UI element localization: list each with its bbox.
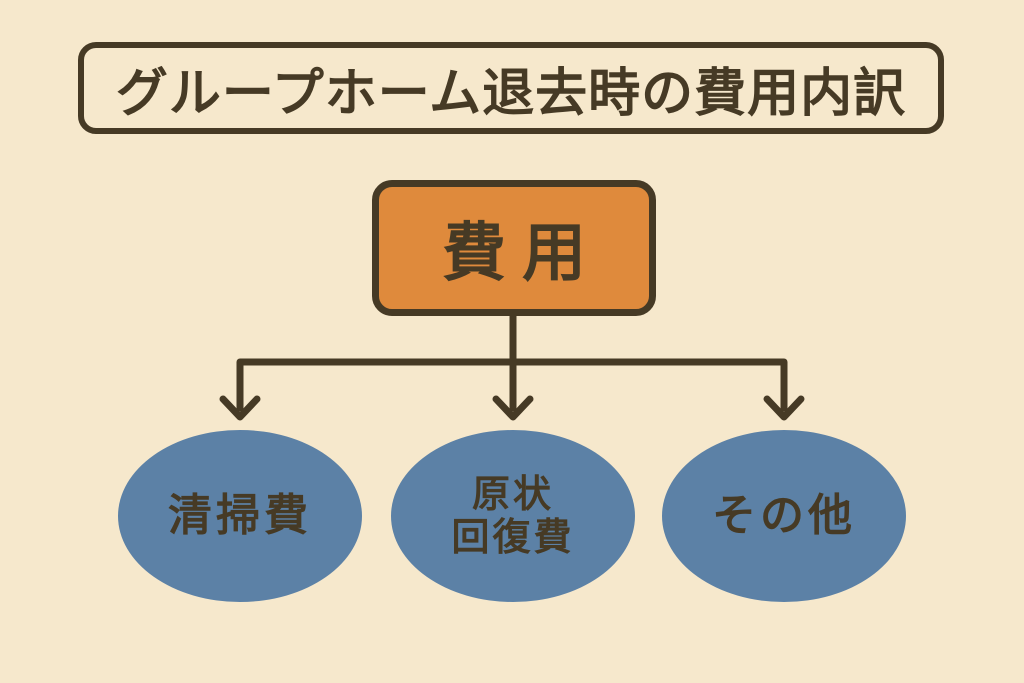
arrowhead-left-icon — [219, 395, 261, 421]
node-restoration-fee-label-line1: 原状 — [471, 472, 554, 517]
root-node-label: 費用 — [442, 217, 602, 291]
root-node-cost: 費用 — [372, 180, 656, 316]
node-other-label: その他 — [712, 490, 856, 542]
node-restoration-fee-label-line2: 回復費 — [451, 515, 575, 559]
connector-branch-rail — [236, 358, 788, 412]
diagram-title: グループホーム退去時の費用内訳 — [115, 63, 907, 124]
node-cleaning-fee: 清掃費 — [118, 430, 362, 602]
node-other: その他 — [662, 430, 906, 602]
title-box: グループホーム退去時の費用内訳 — [78, 42, 944, 134]
arrowhead-middle-icon — [492, 395, 534, 421]
node-cleaning-fee-label: 清掃費 — [168, 490, 312, 542]
node-restoration-fee: 原状 回復費 — [391, 430, 635, 602]
arrowhead-right-icon — [763, 395, 805, 421]
